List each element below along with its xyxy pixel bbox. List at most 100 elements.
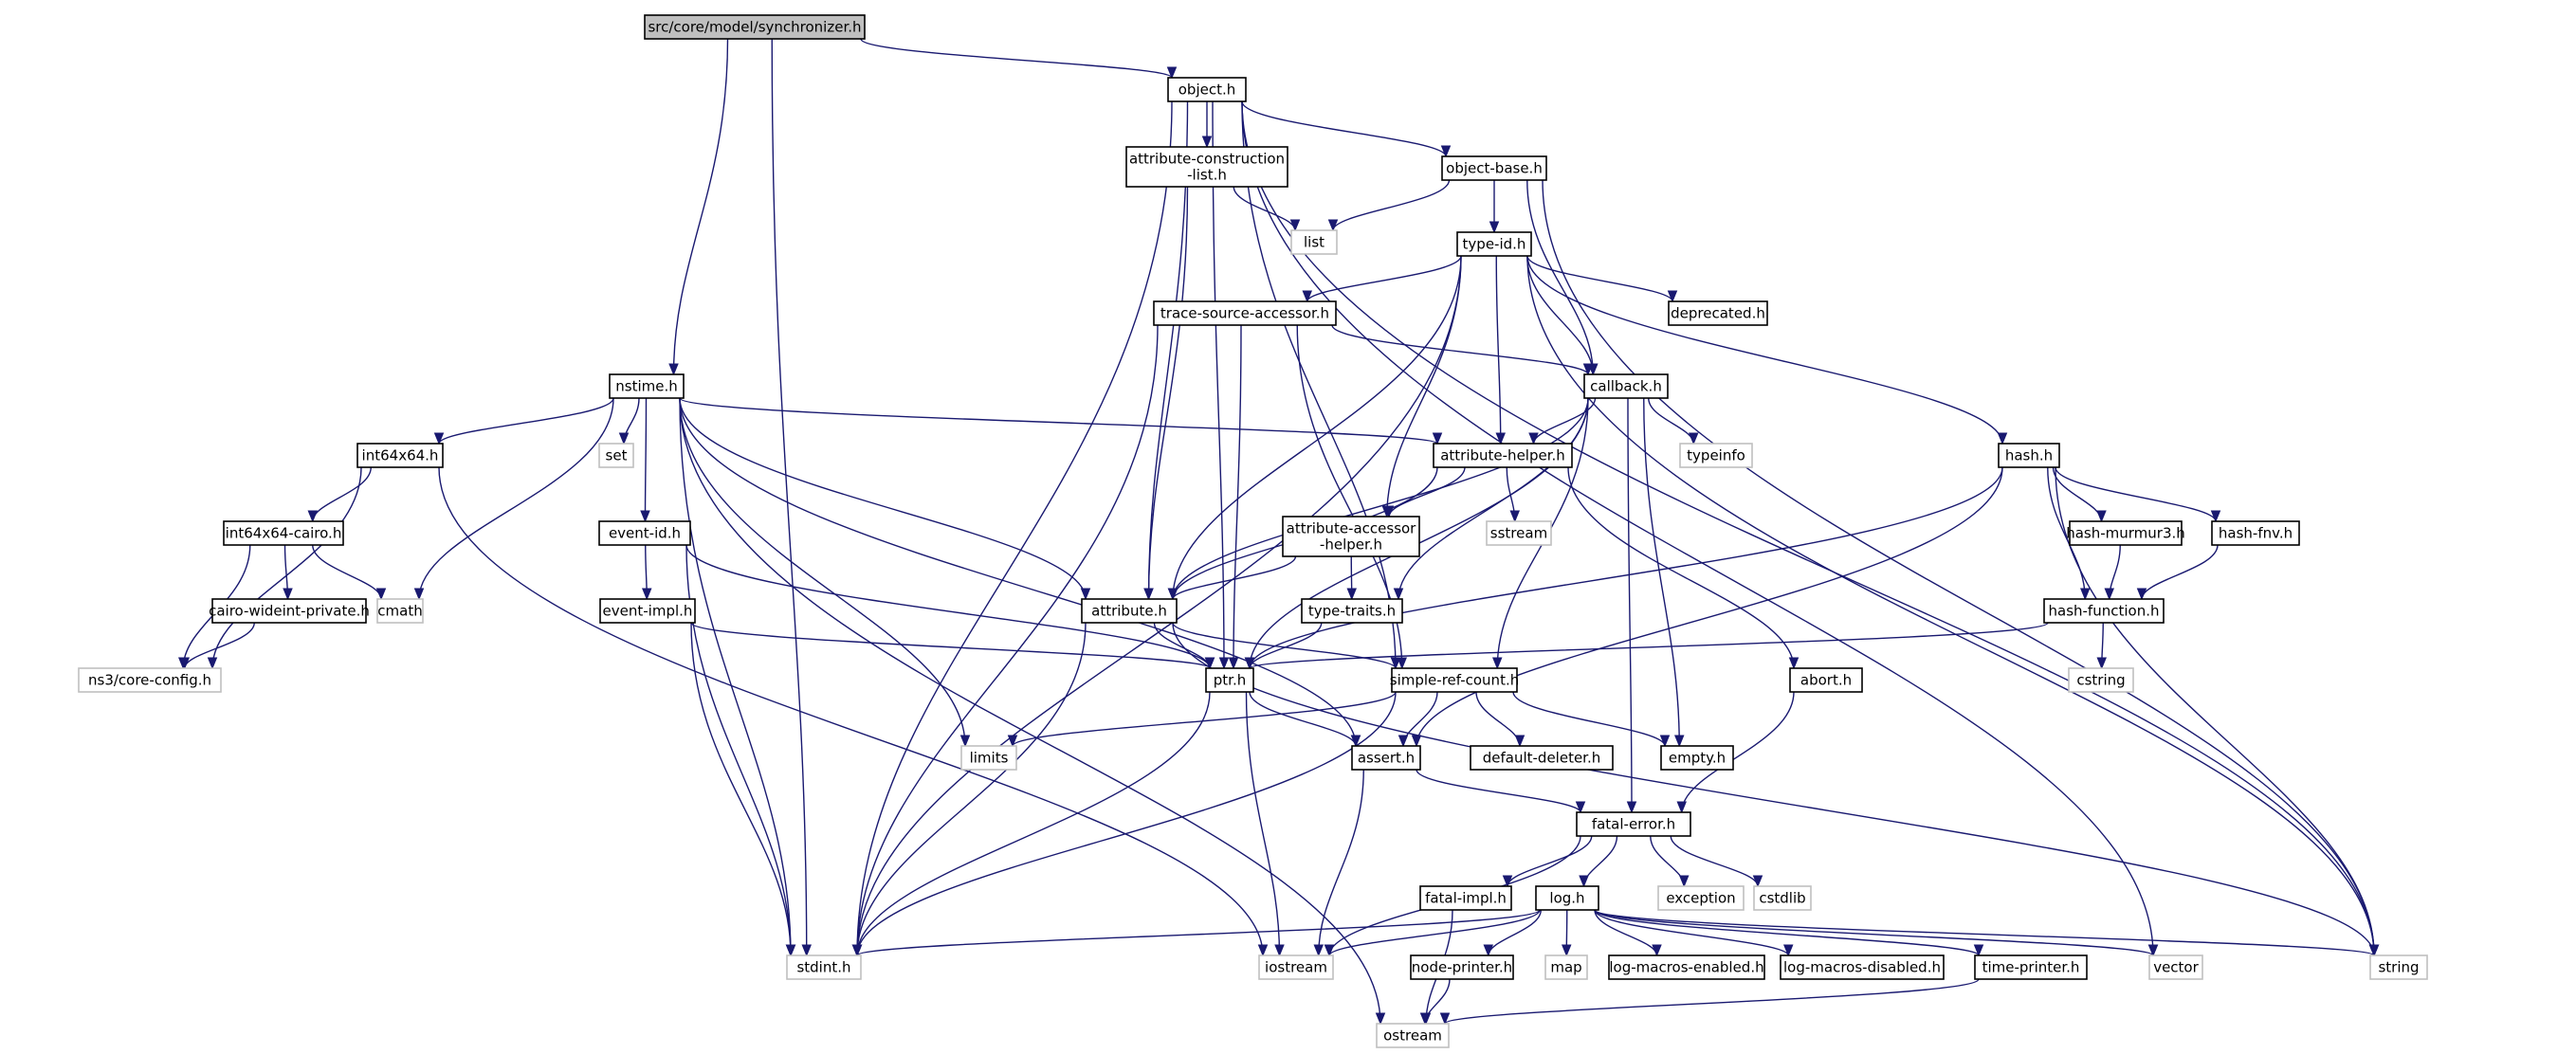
edge-arrowhead (1257, 944, 1269, 957)
node-attrconst[interactable]: attribute-construction-list.h (1125, 146, 1288, 188)
edge-hash-to-hashfunc (2047, 466, 2091, 601)
edge-arrowhead (1788, 657, 1800, 670)
node-log[interactable]: log.h (1535, 885, 1599, 911)
edge-arrowhead (1502, 875, 1513, 888)
edge-line (679, 397, 1438, 445)
edge-line (2055, 466, 2375, 956)
edge-aah-to-attribute (1167, 555, 1297, 601)
node-box (1456, 231, 1532, 257)
node-objectbase[interactable]: object-base.h (1441, 155, 1547, 181)
edge-line (1249, 622, 2049, 669)
node-list: list (1290, 229, 1338, 255)
edge-line (856, 691, 1211, 956)
edge-aah-to-typetraits (1346, 555, 1357, 601)
node-tsa[interactable]: trace-source-accessor.h (1153, 300, 1337, 326)
node-attribute[interactable]: attribute.h (1081, 598, 1178, 624)
edge-callback-to-empty (1643, 397, 1685, 748)
node-nodeprinter[interactable]: node-printer.h (1410, 954, 1514, 980)
node-cairo[interactable]: int64x64-cairo.h (223, 520, 344, 546)
node-eventimpl[interactable]: event-impl.h (599, 598, 696, 624)
edge-arrowhead (1313, 944, 1324, 957)
node-box (1583, 373, 1669, 399)
node-label: int64x64-cairo.h (226, 525, 342, 542)
node-abort[interactable]: abort.h (1789, 667, 1863, 693)
node-timeprinter[interactable]: time-printer.h (1974, 954, 2088, 980)
edge-arrowhead (1509, 510, 1520, 523)
node-cwp[interactable]: cairo-wideint-private.h (209, 598, 370, 624)
edge-log-to-lmd (1594, 909, 1794, 957)
node-murmur[interactable]: hash-murmur3.h (2066, 520, 2185, 546)
node-box (2043, 598, 2165, 624)
node-fnv[interactable]: hash-fnv.h (2211, 520, 2300, 546)
node-aah[interactable]: attribute-accessor-helper.h (1282, 516, 1420, 557)
node-hash[interactable]: hash.h (1998, 443, 2060, 468)
edge-arrowhead (1562, 944, 1572, 957)
node-src[interactable]: simple-ref-count.h (1390, 667, 1519, 693)
node-label: time-printer.h (1982, 959, 2080, 976)
edge-arrowhead (668, 363, 679, 376)
edge-abort-to-fatalerror (1676, 691, 1795, 814)
node-deprecated[interactable]: deprecated.h (1668, 300, 1768, 326)
edge-arrowhead (1244, 657, 1255, 670)
node-cmath: cmath (376, 598, 424, 624)
node-box (1789, 667, 1863, 693)
edge-arrowhead (1652, 944, 1662, 957)
edge-line (1249, 622, 1323, 669)
node-ptr[interactable]: ptr.h (1205, 667, 1254, 693)
edge-line (1526, 255, 1594, 375)
edge-line (1526, 255, 2003, 445)
node-label: fatal-impl.h (1425, 890, 1507, 907)
node-typeid[interactable]: type-id.h (1456, 231, 1532, 257)
node-box (598, 520, 691, 546)
edge-arrowhead (1201, 136, 1213, 149)
node-label: cstring (2076, 672, 2125, 689)
node-lme[interactable]: log-macros-enabled.h (1608, 954, 1765, 980)
node-fatalimpl[interactable]: fatal-impl.h (1419, 885, 1512, 911)
edge-object-to-objectbase (1241, 100, 1452, 158)
edge-nstime-to-int64x64 (433, 397, 614, 445)
edge-line (184, 622, 255, 669)
node-int64x64[interactable]: int64x64.h (356, 443, 444, 468)
edge-nstime-to-attribute (679, 397, 1091, 601)
node-attrhelper[interactable]: attribute-helper.h (1433, 443, 1573, 468)
node-defdel[interactable]: default-deleter.h (1470, 745, 1614, 771)
edge-fatalerror-to-log (1579, 835, 1618, 888)
node-label: limits (970, 750, 1009, 767)
node-eventid[interactable]: event-id.h (598, 520, 691, 546)
node-box (2211, 520, 2300, 546)
edge-arrowhead (1440, 145, 1452, 158)
node-label: log-macros-disabled.h (1783, 959, 1941, 976)
node-box (1679, 443, 1753, 468)
node-fatalerror[interactable]: fatal-error.h (1576, 811, 1691, 837)
edge-arrowhead (1327, 219, 1339, 232)
node-box (1419, 885, 1512, 911)
node-label: set (606, 447, 628, 464)
edge-line (1627, 397, 1633, 813)
edge-line (1526, 179, 1594, 375)
node-callback[interactable]: callback.h (1583, 373, 1669, 399)
node-box (1780, 954, 1945, 980)
node-box (960, 745, 1017, 771)
node-box (1486, 520, 1552, 546)
node-box (609, 373, 685, 399)
edge-arrowhead (1667, 290, 1678, 303)
edge-nstime-to-assert (679, 397, 1361, 748)
node-assert[interactable]: assert.h (1351, 745, 1421, 771)
node-label: sstream (1490, 525, 1547, 542)
edge-arrowhead (785, 944, 796, 957)
edge-nstime-to-stdint (679, 397, 796, 957)
edge-log-to-iostream (1324, 909, 1541, 957)
node-layer: src/core/model/synchronizer.h object.h att… (78, 14, 2428, 1048)
node-nstime[interactable]: nstime.h (609, 373, 685, 399)
node-hashfunc[interactable]: hash-function.h (2043, 598, 2165, 624)
node-lmd[interactable]: log-macros-disabled.h (1780, 954, 1945, 980)
node-synchronizer[interactable]: src/core/model/synchronizer.h (644, 14, 866, 40)
edge-line (1306, 255, 1462, 302)
edge-fnv-to-hashfunc (2136, 544, 2219, 601)
node-empty[interactable]: empty.h (1660, 745, 1734, 771)
edge-tsa-to-ptr (1228, 324, 1242, 670)
node-box (1441, 155, 1547, 181)
node-typetraits[interactable]: type-traits.h (1301, 598, 1403, 624)
edge-line (1542, 179, 2375, 956)
node-object[interactable]: object.h (1167, 77, 1247, 102)
